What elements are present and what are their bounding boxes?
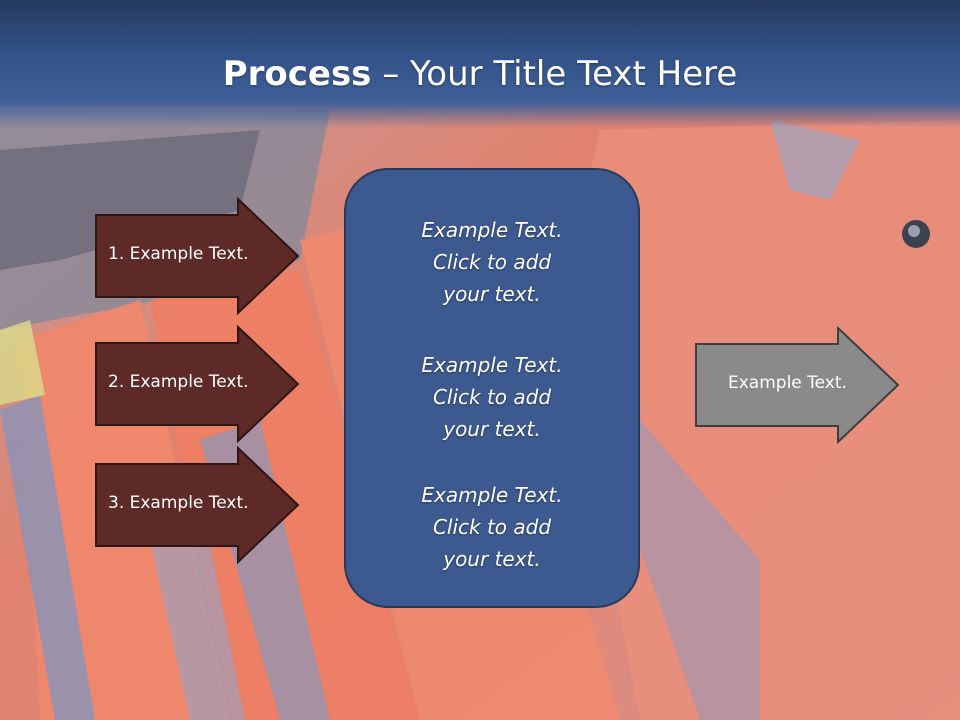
process-step-label-2: 2. Example Text.	[108, 372, 249, 392]
center-item-1-line-3: your text.	[443, 282, 541, 306]
center-text-item-1: Example Text. Click to add your text.	[346, 214, 638, 310]
center-text-item-2: Example Text. Click to add your text.	[346, 349, 638, 445]
center-item-2-line-2: Click to add	[432, 385, 552, 409]
center-text-box[interactable]: Example Text. Click to add your text. Ex…	[344, 168, 640, 608]
result-arrow[interactable]: Example Text.	[694, 326, 900, 444]
process-step-arrow-2[interactable]: 2. Example Text.	[94, 325, 300, 443]
title-bold-part: Process	[222, 54, 372, 94]
center-item-3-line-1: Example Text.	[421, 483, 563, 507]
slide-title[interactable]: Process – Your Title Text Here	[0, 50, 960, 98]
process-step-label-3: 3. Example Text.	[108, 493, 249, 513]
center-item-3-line-3: your text.	[443, 547, 541, 571]
title-bar	[0, 0, 960, 128]
process-step-arrow-1[interactable]: 1. Example Text.	[94, 197, 300, 315]
center-item-2-line-3: your text.	[443, 417, 541, 441]
center-item-3-line-2: Click to add	[432, 515, 552, 539]
center-item-1-line-1: Example Text.	[421, 218, 563, 242]
result-arrow-label: Example Text.	[728, 373, 847, 393]
center-item-2-line-1: Example Text.	[421, 353, 563, 377]
process-step-label-1: 1. Example Text.	[108, 244, 249, 264]
center-item-1-line-2: Click to add	[432, 250, 552, 274]
center-text-item-3: Example Text. Click to add your text.	[346, 479, 638, 575]
title-rest-part: – Your Title Text Here	[371, 54, 738, 94]
process-step-arrow-3[interactable]: 3. Example Text.	[94, 446, 300, 564]
